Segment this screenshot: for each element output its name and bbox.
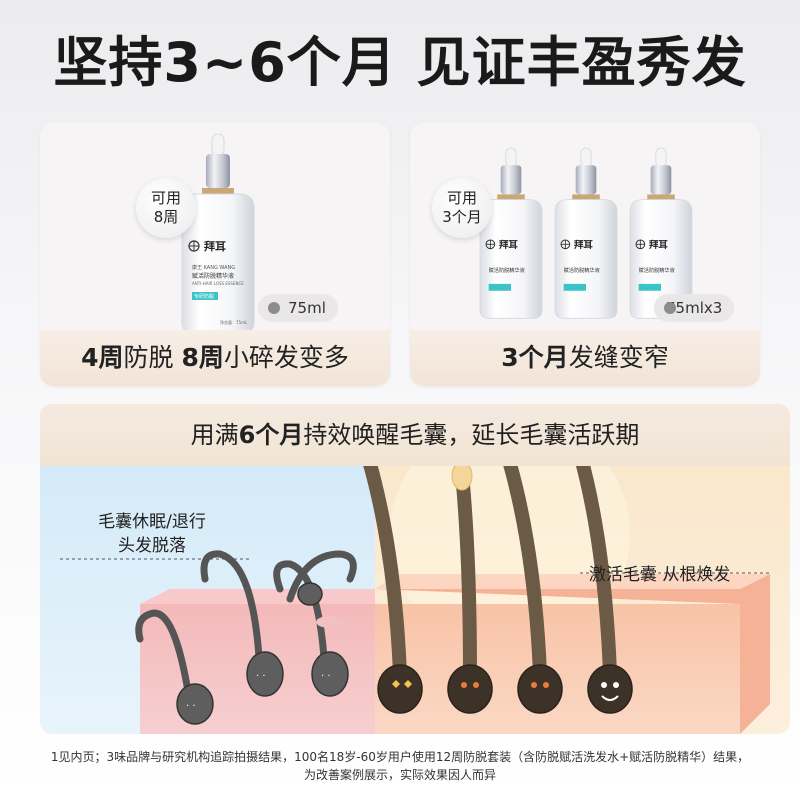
serum-bottle: 拜耳 赋活防脱精华液 [554,147,618,319]
svg-text:拜耳: 拜耳 [649,239,668,251]
svg-text:· ·: · · [256,671,266,682]
svg-text:专研防脱: 专研防脱 [194,293,214,300]
svg-text:赋活防脱精华液: 赋活防脱精华液 [564,266,600,274]
card-footer-single: 4周防脱 8周小碎发变多 [40,330,390,386]
serum-bottle: 拜耳 赋活防脱精华液 [629,147,693,319]
svg-text:拜耳: 拜耳 [499,239,518,251]
svg-text:赋活防脱精华液: 赋活防脱精华液 [489,266,525,274]
active-follicle-label: 激活毛囊 从根焕发 [589,565,731,585]
svg-text:赋活防脱精华液: 赋活防脱精华液 [639,266,675,274]
disclaimer-footnote: 1见内页；3味品牌与研究机构追踪拍摄结果，100名18岁-60岁用户使用12周防… [50,750,750,782]
serum-bottle: 拜耳 赋活防脱精华液 [479,147,543,319]
follicle-illustration-panel: 用满6个月持效唤醒毛囊，延长毛囊活跃期 [40,404,790,734]
svg-text:拜耳: 拜耳 [574,239,593,251]
product-card-single[interactable]: 拜耳 康王 KANG WANG 赋活防脱精华液 ANTI-HAIR LOSS E… [40,122,390,386]
serum-bottle: 拜耳 康王 KANG WANG 赋活防脱精华液 ANTI-HAIR LOSS E… [181,134,255,333]
svg-text:康王 KANG WANG: 康王 KANG WANG [192,264,235,271]
svg-text:· ·: · · [186,701,196,712]
usage-badge: 可用 3个月 [432,178,492,238]
svg-text:ANTI-HAIR LOSS ESSENCE: ANTI-HAIR LOSS ESSENCE [192,281,244,286]
panel-banner: 用满6个月持效唤醒毛囊，延长毛囊活跃期 [40,404,790,466]
volume-pill: 75mlx3 [654,294,735,322]
dormant-follicle-label: 毛囊休眠/退行 头发脱落 [98,512,206,556]
page-title: 坚持3~6个月 见证丰盈秀发 [53,31,747,94]
svg-text:· ·: · · [321,671,331,682]
volume-pill: 75ml [258,294,338,322]
brand-logo-text: 拜耳 [204,239,226,253]
card-footer-triple: 3个月发缝变窄 [410,330,760,386]
product-card-triple[interactable]: 拜耳 赋活防脱精华液 拜耳 赋活防脱精华液 拜耳 赋活防脱精华液 可用 3个月 … [410,122,760,386]
svg-text:赋活防脱精华液: 赋活防脱精华液 [192,272,234,280]
svg-text:净含量：75mL: 净含量：75mL [220,319,248,325]
usage-badge: 可用 8周 [136,178,196,238]
